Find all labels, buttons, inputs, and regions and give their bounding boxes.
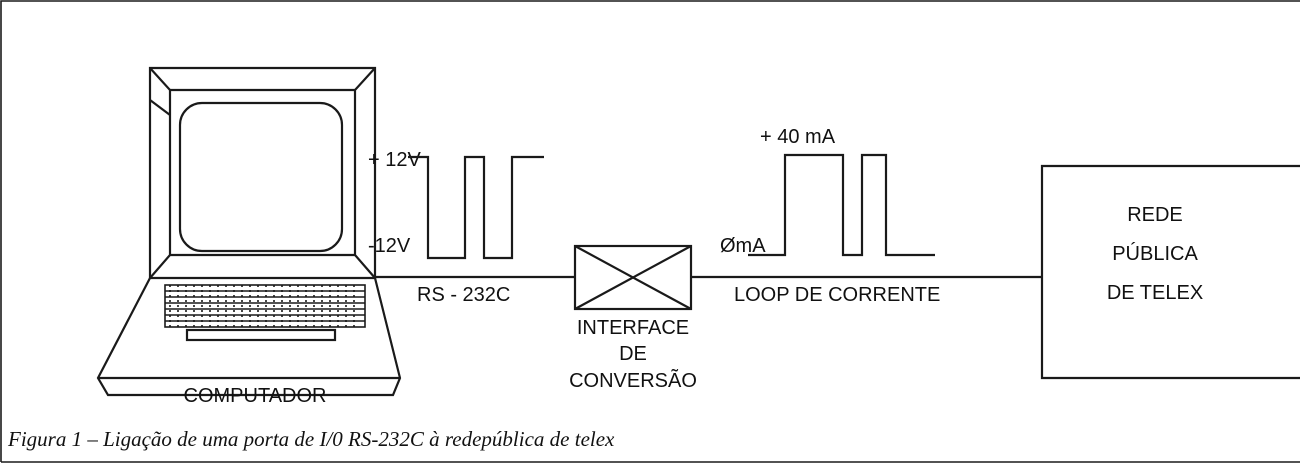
interface-label-3: CONVERSÃO [569,368,697,392]
rs232-label: RS - 232C [417,284,510,306]
network-box [1042,166,1300,378]
rs232-high-label: + 12V [368,149,421,171]
current-loop-waveform [748,155,935,255]
rs232-low-label: -12V [368,235,411,257]
interface-box [575,246,691,309]
loop-low-label: ØmA [720,235,766,257]
figure-caption: Figura 1 – Ligação de uma porta de I/0 R… [7,427,615,451]
computer-icon [98,68,400,395]
network-label-3: DE TELEX [1107,282,1203,304]
computer-label: COMPUTADOR [184,385,327,407]
network-label-1: REDE [1127,204,1183,226]
rs232-waveform [408,157,544,258]
interface-label-1: INTERFACE [577,317,689,339]
network-label-2: PÚBLICA [1112,242,1198,265]
interface-label-2: DE [619,343,647,365]
keyboard [165,285,365,340]
current-loop-label: LOOP DE CORRENTE [734,284,940,306]
loop-high-label: + 40 mA [760,126,836,148]
